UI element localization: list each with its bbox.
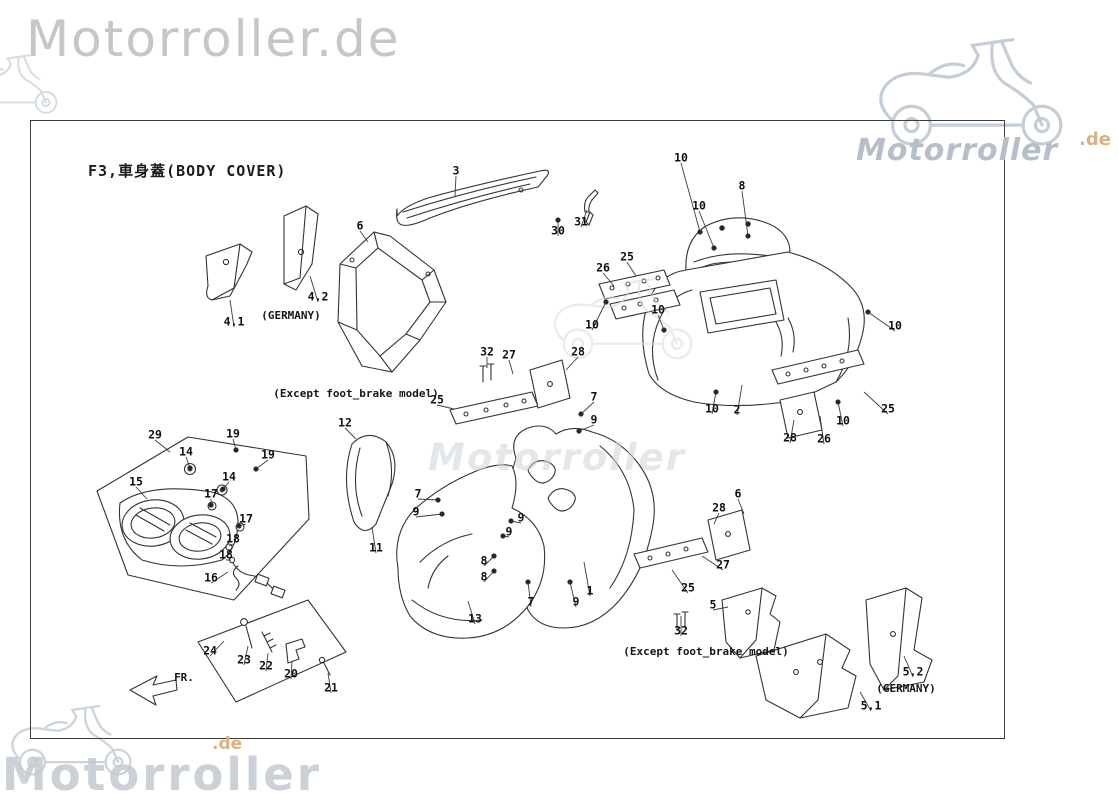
watermark-brand-center: Motorroller bbox=[428, 436, 686, 479]
footrest-brackets-germany bbox=[205, 205, 319, 301]
diagram-title: F3,車身蓋(BODY COVER) bbox=[88, 162, 287, 180]
headlight-assembly bbox=[96, 436, 310, 601]
lock-set-24 bbox=[197, 599, 347, 703]
front-carrier-cover-3 bbox=[396, 169, 549, 226]
scooter-watermark-left-edge bbox=[0, 54, 58, 114]
front-inner-fender-13 bbox=[396, 464, 546, 639]
rear-bracket-strips-right bbox=[771, 349, 865, 439]
watermark-brand-bottom-left: Motorroller bbox=[2, 748, 322, 801]
line-art bbox=[96, 169, 933, 719]
diagram-border bbox=[30, 120, 1005, 739]
watermark-brand-top-right: Motorroller bbox=[856, 133, 1059, 168]
bracket-strip-lower-right bbox=[633, 509, 751, 631]
watermark-de-bottom-left: .de bbox=[212, 734, 243, 754]
front-body-cover-1 bbox=[508, 425, 655, 629]
bracket-strip-center bbox=[449, 359, 571, 425]
fr-direction-arrow bbox=[129, 675, 178, 706]
site-logo: Motorroller.de bbox=[26, 10, 401, 68]
mud-flaps-5 bbox=[721, 587, 933, 719]
rear-bracket-strips-left bbox=[598, 269, 681, 320]
leader-lines bbox=[135, 162, 914, 712]
watermark-de-top-right: .de bbox=[1079, 129, 1111, 150]
carrier-frame-6 bbox=[337, 231, 447, 373]
hardware-30-31 bbox=[583, 189, 599, 226]
side-cover-12-11 bbox=[345, 434, 396, 532]
